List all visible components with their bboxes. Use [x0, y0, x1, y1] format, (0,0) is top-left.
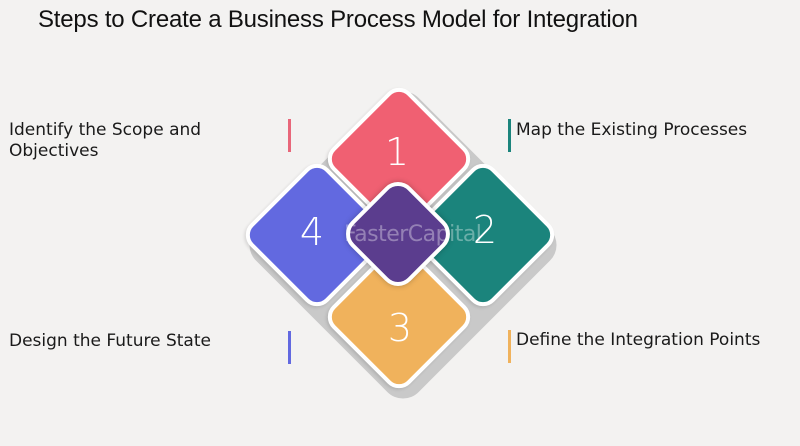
watermark-text: FasterCapital [344, 222, 482, 247]
step-1-label: Identify the Scope and Objectives [9, 120, 201, 162]
step-4-number: 4 [299, 210, 325, 254]
step-4-label: Design the Future State [9, 331, 211, 352]
step-2-number: 2 [472, 208, 498, 252]
step-2-label-line1: Map the Existing Processes [516, 120, 748, 140]
diagram-title: Steps to Create a Business Process Model… [38, 6, 638, 33]
step-2-accent-bar [508, 119, 511, 152]
step-3-accent-bar [508, 330, 511, 363]
step-3-label-line1: Define the Integration Points [516, 330, 761, 350]
step-1-accent-bar [288, 119, 291, 152]
step-2-label: Map the Existing Processes [516, 120, 747, 141]
step-4-accent-bar [288, 331, 291, 364]
step-1-label-line2: Objectives [9, 141, 99, 161]
step-4-label-line1: Design the Future State [9, 331, 211, 351]
step-3-number: 3 [387, 306, 413, 350]
step-1-number: 1 [384, 130, 410, 174]
step-3-label: Define the Integration Points [516, 330, 760, 351]
step-1-label-line1: Identify the Scope and [9, 120, 202, 140]
